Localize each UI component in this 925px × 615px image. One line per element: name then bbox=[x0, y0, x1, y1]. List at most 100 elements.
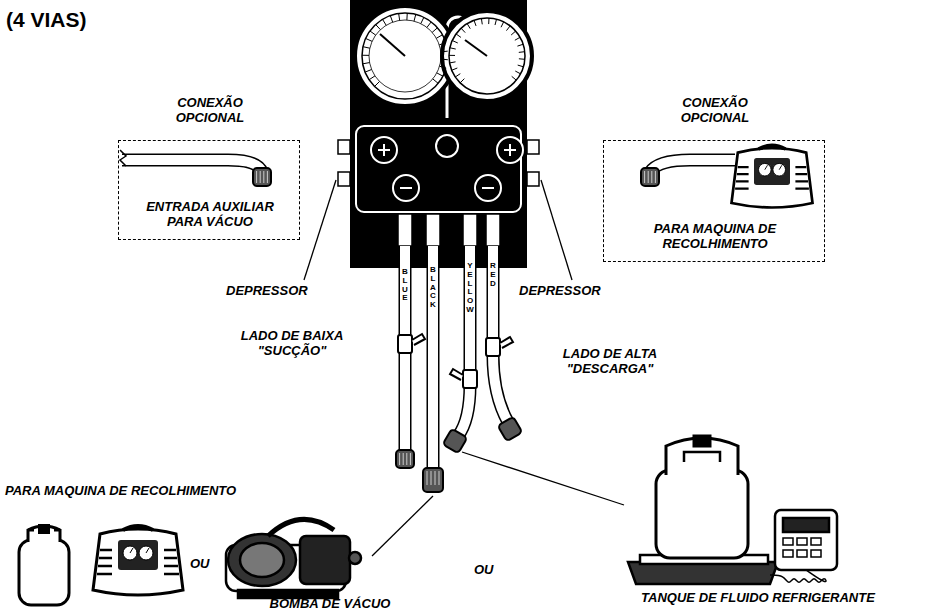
manifold-body bbox=[362, 13, 525, 86]
vacuum-pump bbox=[300, 536, 350, 584]
equipment-group: PARA MAQUINA DE RECOLHIMENTO bbox=[5, 483, 290, 608]
depressor-label: DEPRESSOR bbox=[226, 283, 308, 298]
gauge-tick bbox=[365, 69, 371, 72]
gauge-tick bbox=[433, 79, 438, 83]
equipment-group: BOMBA DE VÁCUO bbox=[215, 510, 405, 612]
gauge-tick bbox=[488, 18, 489, 24]
gauge-tick bbox=[467, 24, 470, 29]
gauge-tick bbox=[460, 79, 464, 83]
knurl-line bbox=[256, 171, 257, 183]
scale bbox=[783, 538, 821, 557]
gauge-tick bbox=[506, 26, 510, 31]
manifold-body bbox=[465, 40, 487, 56]
box-heading: CONEXÃO OPCIONAL bbox=[665, 95, 765, 125]
knurl-line bbox=[431, 471, 432, 485]
knurl-line bbox=[399, 453, 400, 465]
alternative-word: OU bbox=[190, 556, 210, 571]
optional-connection-box: CONEXÃO OPCIONALENTRADA AUXILIAR PARA VÁ… bbox=[118, 140, 300, 240]
leader-line bbox=[541, 180, 572, 280]
side-label: LADO DE ALTA "DESCARGA" bbox=[525, 346, 695, 376]
manifold-body bbox=[338, 0, 539, 268]
knurl-line bbox=[410, 453, 411, 465]
hose-color: BLUE bbox=[401, 268, 409, 303]
gauge-tick bbox=[441, 59, 448, 61]
knurl-line bbox=[655, 171, 656, 183]
knurl-line bbox=[651, 171, 652, 183]
gauge-tick bbox=[495, 19, 497, 25]
knurl-line bbox=[648, 171, 649, 183]
gauge-tick bbox=[362, 55, 369, 56]
knurl-line bbox=[644, 171, 645, 183]
knurl-line bbox=[435, 471, 436, 485]
manifold-body bbox=[378, 144, 516, 188]
gauge-tick bbox=[363, 63, 370, 64]
refrigerant-cylinder bbox=[19, 524, 69, 605]
gauge-tick bbox=[437, 73, 443, 76]
manifold-body bbox=[527, 172, 539, 186]
gauge-tick bbox=[515, 71, 520, 74]
gauge-tick bbox=[390, 16, 392, 23]
side-label: LADO DE BAIXA "SUCÇÃO" bbox=[212, 328, 372, 358]
knurl-line bbox=[267, 171, 268, 183]
gauge-tick bbox=[461, 28, 465, 32]
manifold-body bbox=[486, 214, 500, 246]
knurl-line bbox=[403, 453, 404, 465]
gauge-tick bbox=[517, 44, 523, 46]
manifold-body bbox=[356, 126, 521, 212]
gauge-tick bbox=[456, 34, 461, 37]
scale bbox=[628, 562, 778, 584]
gauge-tick bbox=[474, 20, 476, 26]
gauge-tick bbox=[439, 43, 446, 45]
hose bbox=[122, 160, 735, 470]
equipment-label: TANQUE DE FLUIDO REFRIGERANTE bbox=[613, 590, 903, 605]
manifold-body bbox=[436, 135, 458, 157]
scale bbox=[783, 550, 793, 557]
scale bbox=[783, 518, 829, 532]
vacuum-pump bbox=[349, 552, 361, 564]
refrigerant-tank bbox=[656, 436, 748, 558]
hose-color: RED bbox=[489, 262, 497, 288]
leader-line bbox=[372, 496, 433, 556]
hose bbox=[650, 160, 735, 172]
equipment-label: ENTRADA AUXILIAR PARA VÁCUO bbox=[135, 199, 285, 229]
hose-valve bbox=[463, 370, 477, 388]
recovery-machine bbox=[93, 526, 183, 595]
manifold-body bbox=[371, 135, 523, 201]
scale bbox=[775, 510, 837, 570]
hose bbox=[122, 160, 262, 172]
gauge-tick bbox=[511, 31, 516, 35]
scale bbox=[797, 550, 807, 557]
gauge-tick bbox=[432, 28, 437, 33]
knurl-line bbox=[260, 171, 261, 183]
hose-color: BLACK bbox=[429, 266, 437, 310]
box-heading: CONEXÃO OPCIONAL bbox=[160, 95, 260, 125]
knurl-line bbox=[439, 471, 440, 485]
gauge-tick bbox=[515, 37, 520, 40]
optional-connection-box: CONEXÃO OPCIONALPARA MAQUINA DE RECOLHIM… bbox=[603, 140, 825, 262]
hose-color: YELLOW bbox=[466, 262, 474, 315]
hose-valve bbox=[486, 338, 500, 356]
hose bbox=[427, 246, 440, 470]
hose-valve bbox=[500, 337, 513, 348]
manifold-body bbox=[398, 214, 412, 246]
depressor-label: DEPRESSOR bbox=[519, 283, 601, 298]
gauge-tick bbox=[519, 51, 525, 53]
scale bbox=[811, 538, 821, 545]
gauge-tick bbox=[512, 76, 517, 80]
manifold-body bbox=[442, 11, 532, 101]
vacuum-pump bbox=[228, 534, 296, 586]
manifold-body bbox=[338, 140, 539, 246]
knurl-line bbox=[263, 171, 264, 183]
leader-line bbox=[304, 180, 336, 280]
hose bbox=[122, 160, 735, 470]
gauge-tick bbox=[452, 41, 457, 43]
gauge-tick bbox=[406, 13, 407, 20]
refrigerant-tank bbox=[684, 452, 720, 462]
hose-fitting bbox=[253, 168, 271, 186]
gauge-tick bbox=[449, 55, 455, 56]
gauge-tick bbox=[455, 74, 460, 77]
knurl-line bbox=[406, 453, 407, 465]
hose-fitting bbox=[498, 417, 523, 442]
gauge-tick bbox=[376, 25, 381, 30]
